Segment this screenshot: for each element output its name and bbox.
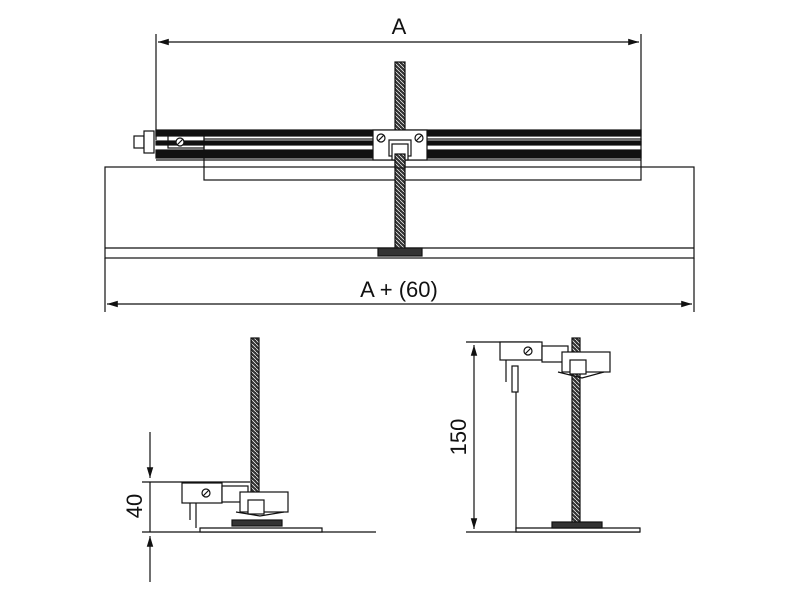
dimension-40-label: 40 (122, 494, 147, 518)
dimension-a-plus-60-label: A + (60) (360, 277, 438, 302)
side-view-low: 40 (122, 337, 376, 582)
dimension-a-plus-60 (104, 258, 695, 312)
side-view-high: 150 (446, 337, 641, 533)
dimension-150-label: 150 (446, 419, 471, 456)
dimension-a-label: A (392, 14, 407, 39)
center-bracket (372, 129, 428, 169)
end-clamp (133, 130, 205, 154)
dimension-a (155, 34, 642, 140)
top-view: A (104, 14, 695, 312)
rod-foot (377, 247, 423, 257)
